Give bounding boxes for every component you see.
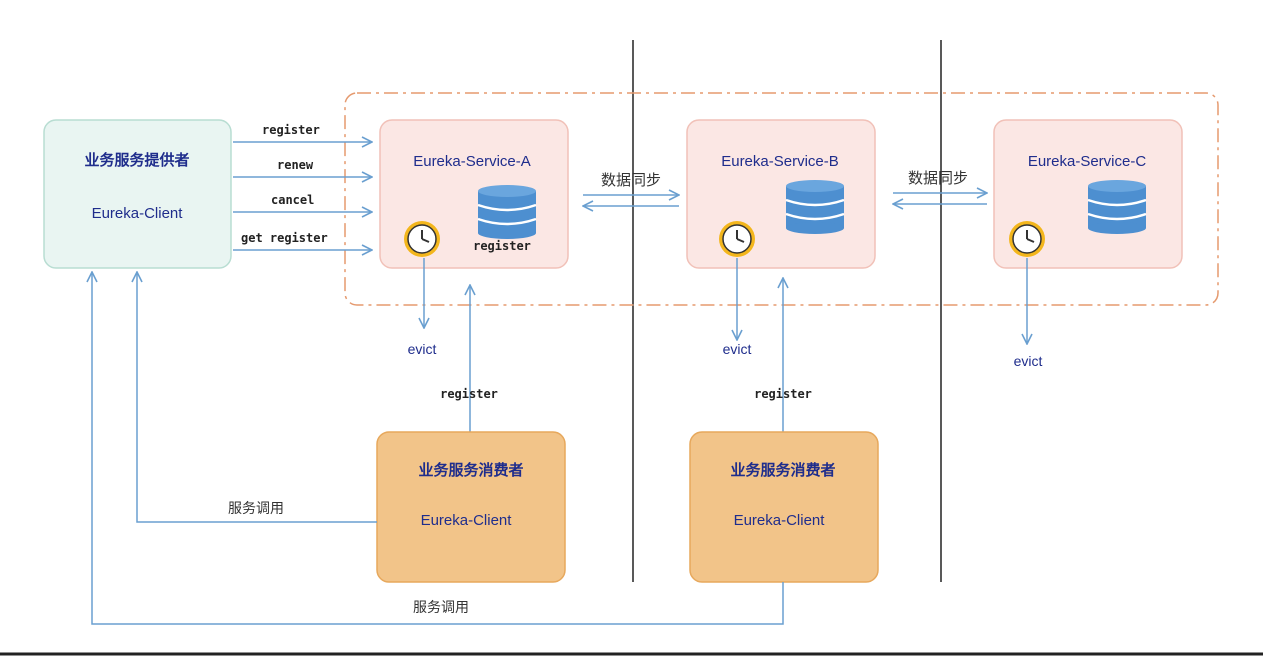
database-icon (1086, 178, 1148, 236)
consumer-2-title: 业务服务消费者 (730, 461, 835, 479)
consumer-1-box[interactable]: 业务服务消费者 Eureka-Client (376, 431, 566, 583)
sync-label-bc: 数据同步 (908, 169, 968, 187)
evict-label-b: evict (723, 341, 752, 357)
service-a-register-label: register (473, 239, 531, 253)
service-call-arrow-1 (137, 272, 377, 523)
database-icon (476, 183, 538, 241)
clock-icon (718, 220, 756, 258)
consumer1-register-label: register (440, 387, 498, 401)
service-a-title: Eureka-Service-A (413, 153, 531, 170)
consumer-2-client-label: Eureka-Client (734, 512, 826, 529)
service-b-title: Eureka-Service-B (721, 153, 839, 170)
provider-box[interactable]: 业务服务提供者 Eureka-Client (43, 119, 232, 269)
service-b-box[interactable]: Eureka-Service-B (686, 119, 876, 269)
service-c-box[interactable]: Eureka-Service-C (993, 119, 1183, 269)
server-cluster-border (344, 92, 1219, 306)
cancel-call-label: cancel (271, 193, 314, 207)
register-call-label: register (262, 123, 320, 137)
service-call-label-1: 服务调用 (228, 501, 284, 517)
renew-call-label: renew (277, 158, 314, 172)
service-a-box[interactable]: Eureka-Service-A register (379, 119, 569, 269)
service-c-title: Eureka-Service-C (1028, 153, 1147, 170)
consumer-2-box[interactable]: 业务服务消费者 Eureka-Client (689, 431, 879, 583)
consumer-1-title: 业务服务消费者 (418, 461, 523, 479)
database-icon (784, 178, 846, 236)
sync-label-ab: 数据同步 (601, 171, 661, 189)
get-register-call-label: get register (241, 231, 328, 245)
evict-label-a: evict (408, 341, 437, 357)
consumer2-register-label: register (754, 387, 812, 401)
clock-icon (403, 220, 441, 258)
service-call-arrow-2 (92, 272, 784, 625)
provider-client-label: Eureka-Client (92, 205, 184, 222)
service-call-label-2: 服务调用 (413, 600, 469, 616)
clock-icon (1008, 220, 1046, 258)
evict-label-c: evict (1014, 353, 1043, 369)
consumer-1-client-label: Eureka-Client (421, 512, 513, 529)
provider-title: 业务服务提供者 (84, 151, 189, 169)
